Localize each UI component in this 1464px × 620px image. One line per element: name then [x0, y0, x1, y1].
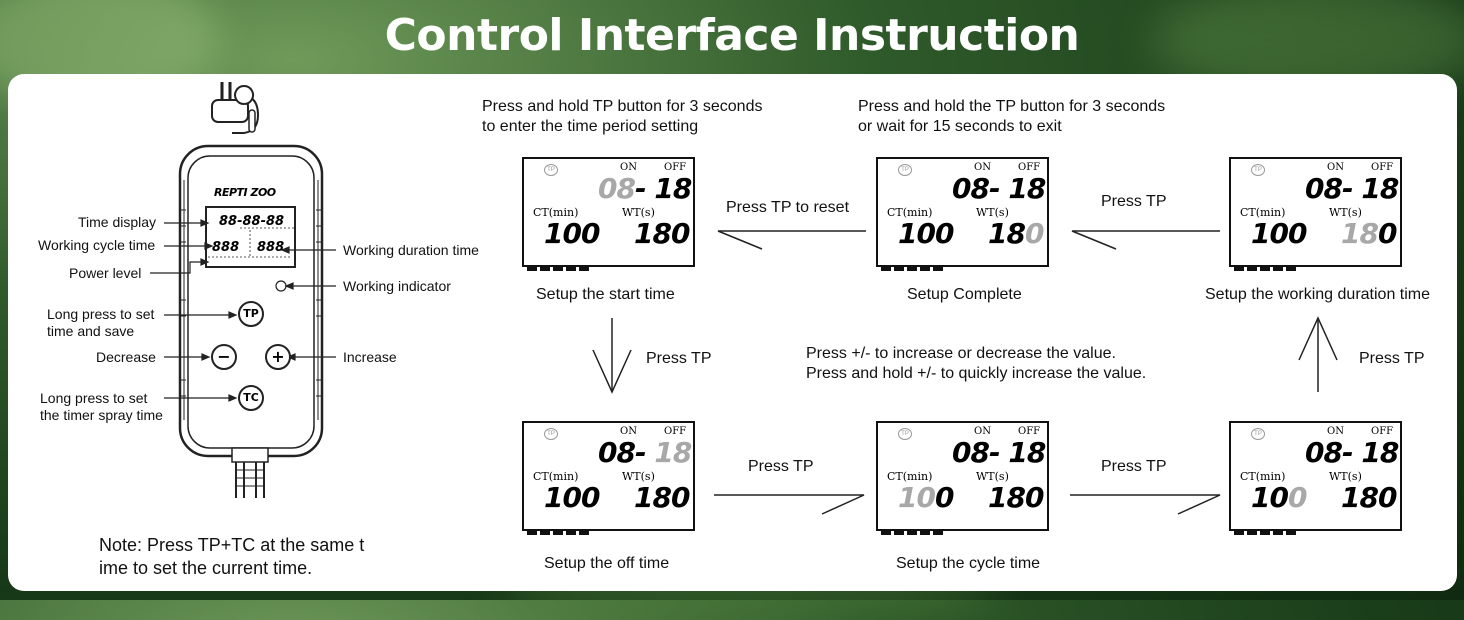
- decrease-button[interactable]: −: [211, 344, 237, 370]
- lcd-screen-off-time: TP ON OFF 08- 18 CT(min) WT(s) 100 180: [522, 421, 695, 535]
- lcd-screen-start-time: TP ON OFF 08- 18 CT(min) WT(s) 100 180: [522, 157, 695, 271]
- lcd-screen-cycle-time-alt: TP ON OFF 08- 18 CT(min) WT(s) 100 180: [1229, 421, 1402, 535]
- power-level-bars: [1234, 258, 1299, 276]
- ct-label: CT(min): [1240, 206, 1286, 219]
- ct-label: CT(min): [1240, 470, 1286, 483]
- ct-label: CT(min): [533, 470, 579, 483]
- wt-label: WT(s): [622, 470, 655, 483]
- lcd-screen-complete: TP ON OFF 08- 18 CT(min) WT(s) 100 180: [876, 157, 1049, 271]
- lcd-screen-working-duration: TP ON OFF 08- 18 CT(min) WT(s) 100 180: [1229, 157, 1402, 271]
- arrow-label-press-tp: Press TP: [646, 350, 712, 367]
- ct-value: 100: [544, 481, 600, 514]
- wt-value: 180: [988, 217, 1044, 250]
- on-label: ON: [1327, 426, 1344, 437]
- caption-off-time: Setup the off time: [544, 555, 670, 572]
- on-label: ON: [620, 426, 637, 437]
- label-working-indicator: Working indicator: [343, 278, 451, 294]
- tp-icon: TP: [1251, 164, 1265, 176]
- off-label: OFF: [1018, 162, 1041, 173]
- ct-value: 100: [898, 481, 954, 514]
- off-label: OFF: [1371, 426, 1394, 437]
- label-time-display: Time display: [78, 214, 157, 230]
- wt-label: WT(s): [976, 470, 1009, 483]
- time-readout: 08- 18: [1305, 436, 1399, 469]
- caption-start-time: Setup the start time: [536, 286, 675, 303]
- wt-value: 180: [634, 217, 690, 250]
- time-readout: 08- 18: [598, 436, 692, 469]
- off-label: OFF: [664, 426, 687, 437]
- off-label: OFF: [1371, 162, 1394, 173]
- wt-label: WT(s): [976, 206, 1009, 219]
- ct-label: CT(min): [887, 470, 933, 483]
- power-level-bars: [881, 522, 946, 540]
- increase-button[interactable]: +: [265, 344, 291, 370]
- ct-value: 100: [898, 217, 954, 250]
- on-label: ON: [974, 426, 991, 437]
- power-level-bars: [1234, 522, 1299, 540]
- label-working-cycle-time: Working cycle time: [38, 237, 156, 253]
- arrow-label-reset: Press TP to reset: [726, 199, 850, 216]
- instruction-adjust-value: Press +/- to increase or decrease the va…: [806, 345, 1147, 382]
- arrow-label-press-tp: Press TP: [1101, 193, 1167, 210]
- note-text: Note: Press TP+TC at the same t ime to s…: [99, 535, 365, 578]
- wt-label: WT(s): [1329, 470, 1362, 483]
- arrow-label-press-tp: Press TP: [1359, 350, 1425, 367]
- wt-value: 180: [634, 481, 690, 514]
- tp-icon: TP: [898, 428, 912, 440]
- arrow-label-press-tp: Press TP: [1101, 458, 1167, 475]
- label-long-press-tp: Long press to set time and save: [47, 306, 155, 339]
- device-screen-digits: 888: [257, 240, 285, 255]
- tp-icon: TP: [544, 428, 558, 440]
- brand-logo: REPTI ZOO: [214, 186, 276, 199]
- instruction-exit-setting: Press and hold the TP button for 3 secon…: [858, 98, 1166, 135]
- label-increase: Increase: [343, 349, 397, 365]
- tc-button[interactable]: TC: [238, 385, 264, 411]
- wt-value: 180: [988, 481, 1044, 514]
- tp-button[interactable]: TP: [238, 301, 264, 327]
- arrow-label-press-tp: Press TP: [748, 458, 814, 475]
- wt-value: 180: [1341, 481, 1397, 514]
- caption-working-duration: Setup the working duration time: [1205, 286, 1431, 303]
- caption-cycle-time: Setup the cycle time: [896, 555, 1041, 572]
- label-working-duration-time: Working duration time: [343, 242, 479, 258]
- label-power-level: Power level: [69, 265, 142, 281]
- tp-icon: TP: [898, 164, 912, 176]
- power-level-bars: [527, 522, 592, 540]
- page-title: Control Interface Instruction: [384, 10, 1080, 61]
- ct-value: 100: [1251, 481, 1307, 514]
- time-readout: 08- 18: [1305, 172, 1399, 205]
- on-label: ON: [1327, 162, 1344, 173]
- ct-label: CT(min): [887, 206, 933, 219]
- time-readout: 08- 18: [952, 172, 1046, 205]
- power-level-bars: [527, 258, 592, 276]
- caption-complete: Setup Complete: [907, 286, 1022, 303]
- time-readout: 08- 18: [952, 436, 1046, 469]
- wt-label: WT(s): [1329, 206, 1362, 219]
- ct-value: 100: [544, 217, 600, 250]
- label-decrease: Decrease: [96, 349, 156, 365]
- on-label: ON: [620, 162, 637, 173]
- ct-value: 100: [1251, 217, 1307, 250]
- ct-label: CT(min): [533, 206, 579, 219]
- lcd-screen-cycle-time: TP ON OFF 08- 18 CT(min) WT(s) 100 180: [876, 421, 1049, 535]
- time-readout: 08- 18: [598, 172, 692, 205]
- wt-value: 180: [1341, 217, 1397, 250]
- power-level-bars: [881, 258, 946, 276]
- label-long-press-tc: Long press to set the timer spray time: [40, 390, 163, 423]
- off-label: OFF: [664, 162, 687, 173]
- instruction-enter-setting: Press and hold TP button for 3 seconds t…: [482, 98, 763, 135]
- tp-icon: TP: [1251, 428, 1265, 440]
- device-screen-digits: 88-88-88: [219, 214, 285, 229]
- off-label: OFF: [1018, 426, 1041, 437]
- wt-label: WT(s): [622, 206, 655, 219]
- device-screen-digits: 888: [212, 240, 240, 255]
- tp-icon: TP: [544, 164, 558, 176]
- on-label: ON: [974, 162, 991, 173]
